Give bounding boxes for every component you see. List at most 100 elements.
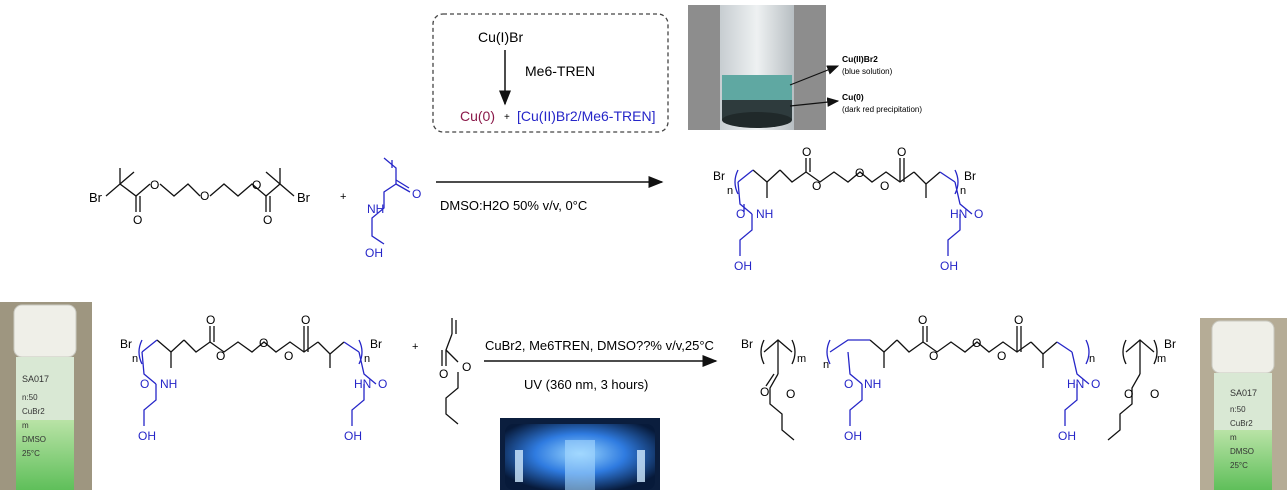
p2-br-left: Br (741, 337, 753, 351)
heaa-monomer (371, 157, 411, 245)
right-vial-photo: SA017 n:50 CuBr2 m DMSO 25°C (1200, 318, 1287, 490)
svg-text:O: O (284, 349, 293, 363)
initiator-br-left: Br (89, 190, 103, 205)
svg-text:O: O (997, 349, 1006, 363)
p1-hn-right: HN (950, 207, 967, 221)
svg-text:m: m (1230, 433, 1237, 442)
svg-text:O: O (259, 336, 268, 350)
svg-text:O: O (1091, 377, 1100, 391)
initiator-o2: O (133, 213, 142, 227)
p1-n-right: n (960, 185, 966, 197)
catalyst-box-border (432, 13, 669, 133)
p1-amide-o-right: O (974, 207, 983, 221)
svg-text:O: O (1150, 387, 1159, 401)
triblock-copolymer: Br m n O O O O O O O n m Br O O O NH OH … (741, 313, 1176, 443)
svg-text:HN: HN (1067, 377, 1084, 391)
cu2-complex-label: [Cu(II)Br2/Me6-TREN] (517, 108, 655, 124)
svg-text:n:50: n:50 (22, 393, 38, 402)
svg-text:O: O (1124, 387, 1133, 401)
cu2-pointer-arrow (789, 65, 840, 86)
reaction1-plus: + (340, 191, 346, 203)
svg-text:DMSO: DMSO (22, 435, 46, 444)
p1-o-carbonyl-left: O (802, 145, 811, 159)
svg-text:CuBr2: CuBr2 (1230, 419, 1253, 428)
heaa-oh: OH (365, 246, 383, 260)
catalyst-box: Cu(I)Br Me6-TREN Cu(0) + [Cu(II)Br2/Me6-… (432, 13, 669, 133)
svg-text:OH: OH (1058, 429, 1076, 443)
reaction2-macroinitiator: Br n O O O O O n Br O NH OH HN O OH (120, 313, 387, 443)
svg-text:CuBr2: CuBr2 (22, 407, 45, 416)
p1-oh-right: OH (940, 259, 958, 273)
right-vial-cap (1211, 320, 1275, 374)
p1-n-left: n (727, 185, 733, 197)
svg-text:O: O (378, 377, 387, 391)
svg-text:SA017: SA017 (22, 374, 49, 384)
initiator-o1: O (150, 178, 159, 192)
left-vial-cap (13, 304, 77, 358)
cu-mixture-photo (688, 5, 840, 130)
p1-o-ester-left: O (812, 179, 821, 193)
cu2-annotation-title: Cu(II)Br2 (842, 54, 878, 64)
p2-br-right: Br (1164, 337, 1176, 351)
svg-text:m: m (22, 421, 29, 430)
p2-m-right: m (1157, 353, 1166, 365)
svg-text:NH: NH (160, 377, 177, 391)
p1-br-left: Br (713, 169, 725, 183)
cu0-annotation-desc: (dark red precipitation) (842, 105, 922, 114)
cu0-annotation-title: Cu(0) (842, 92, 864, 102)
svg-text:O: O (1014, 313, 1023, 327)
svg-text:O: O (760, 385, 769, 399)
svg-text:n: n (364, 353, 370, 365)
heaa-nh: NH (367, 202, 384, 216)
cu0-pointer-arrow (789, 97, 840, 107)
cu1br-label: Cu(I)Br (478, 29, 523, 45)
p1-o-carbonyl-right: O (897, 145, 906, 159)
catalyst-plus: + (504, 112, 510, 123)
svg-text:n: n (132, 353, 138, 365)
svg-text:O: O (972, 336, 981, 350)
svg-text:O: O (786, 387, 795, 401)
svg-text:DMSO: DMSO (1230, 447, 1254, 456)
bifunctional-initiator (105, 168, 295, 212)
svg-text:O: O (918, 313, 927, 327)
svg-text:OH: OH (138, 429, 156, 443)
initiator-o3: O (200, 189, 209, 203)
reaction2-conditions-top: CuBr2, Me6TREN, DMSO??% v/v,25°C (485, 338, 714, 353)
uv-reactor-photo (500, 418, 660, 490)
reaction2-conditions-bottom: UV (360 nm, 3 hours) (524, 377, 648, 392)
svg-text:O: O (844, 377, 853, 391)
svg-text:Br: Br (120, 337, 132, 351)
me6tren-label: Me6-TREN (525, 63, 595, 79)
right-vial-green-solution (1214, 430, 1272, 490)
heaa-o: O (412, 187, 421, 201)
svg-text:O: O (206, 313, 215, 327)
svg-text:O: O (216, 349, 225, 363)
p1-o-ether: O (855, 166, 864, 180)
svg-text:25°C: 25°C (22, 449, 40, 458)
p1-oh-left: OH (734, 259, 752, 273)
p2-n-right: n (1089, 353, 1095, 365)
reaction1-conditions: DMSO:H2O 50% v/v, 0°C (440, 198, 587, 213)
svg-text:O: O (140, 377, 149, 391)
svg-text:HN: HN (354, 377, 371, 391)
svg-text:SA017: SA017 (1230, 388, 1257, 398)
left-vial-photo: SA017 n:50 CuBr2 m DMSO 25°C (0, 302, 92, 490)
p1-o-ester-right: O (880, 179, 889, 193)
p2-m-left: m (797, 353, 806, 365)
left-vial-green-solution (16, 420, 74, 490)
p1-nh-left: NH (756, 207, 773, 221)
ba-o-carbonyl: O (439, 367, 448, 381)
initiator-br-right: Br (297, 190, 311, 205)
svg-text:NH: NH (864, 377, 881, 391)
p1-amide-o-left: O (736, 207, 745, 221)
butyl-acrylate-monomer (441, 318, 459, 425)
cu0-label: Cu(0) (460, 108, 495, 124)
svg-text:25°C: 25°C (1230, 461, 1248, 470)
svg-text:OH: OH (344, 429, 362, 443)
svg-text:O: O (929, 349, 938, 363)
ba-o-ester: O (462, 360, 471, 374)
svg-text:OH: OH (844, 429, 862, 443)
pheaa-macroinitiator: Br n O O O O O n Br O NH OH HN O OH (713, 145, 983, 273)
uv-vial (565, 440, 595, 490)
